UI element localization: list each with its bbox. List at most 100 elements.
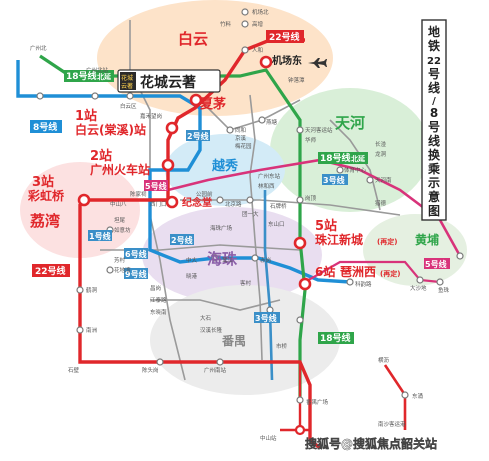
label-s5-name: 珠江新城 bbox=[315, 232, 363, 247]
label-s1-name: 白云(棠溪)站 bbox=[75, 122, 146, 137]
label-s3-num: 3站 bbox=[32, 174, 54, 190]
tag-18-bottom-bg bbox=[318, 332, 354, 344]
district-huangpu: 黄埔 bbox=[415, 232, 439, 247]
label-xiamao: 夏茅 bbox=[199, 96, 226, 112]
label-jinian: 纪念堂 bbox=[182, 196, 212, 209]
station-dot[interactable] bbox=[246, 196, 254, 204]
line-22-east bbox=[304, 260, 441, 284]
station-dot[interactable] bbox=[258, 116, 266, 124]
st-g4: 花地湾 bbox=[114, 266, 131, 274]
station-dot[interactable] bbox=[251, 254, 259, 262]
station-xiamao[interactable] bbox=[189, 93, 203, 107]
label-s1-num: 1站 bbox=[75, 108, 97, 124]
label-s2-num: 2站 bbox=[90, 148, 112, 164]
station-baiyun-tangxi[interactable] bbox=[165, 121, 179, 135]
st-i3: 市桥 bbox=[276, 342, 288, 350]
watermark-text: 搜狐号@搜狐焦点韶关站 bbox=[305, 436, 437, 451]
tag-5-bg bbox=[144, 180, 168, 191]
station-dot[interactable] bbox=[296, 196, 304, 204]
station-airport-east[interactable] bbox=[259, 55, 273, 69]
station-dot[interactable] bbox=[241, 46, 249, 54]
station-dot[interactable] bbox=[211, 254, 219, 262]
label-s3-name: 彩虹桥 bbox=[27, 188, 65, 203]
tag-5-right-bg bbox=[424, 258, 450, 269]
st-k4: 横沥 bbox=[378, 356, 390, 364]
st-i2: 汉溪长隆 bbox=[200, 326, 223, 334]
line-tags: 22号线 22号线 8号线 18号线 北延 18号线 北延 18号线 3号线 3… bbox=[30, 30, 450, 344]
station-dot[interactable] bbox=[156, 358, 164, 366]
district-haizhu: 海珠 bbox=[207, 250, 238, 268]
station-dot[interactable] bbox=[336, 166, 344, 174]
st-c2: 京溪 bbox=[235, 134, 247, 142]
st-e2: 林和西 bbox=[258, 182, 275, 190]
title-char: 图 bbox=[428, 204, 440, 218]
tag-8-bg bbox=[30, 120, 62, 133]
gray-line-e bbox=[199, 99, 301, 131]
brand-badge: 花城 云著 花城云著 bbox=[117, 69, 221, 93]
title-char: 换 bbox=[428, 147, 441, 162]
st-j3: 石壁 bbox=[68, 366, 80, 374]
station-dot[interactable] bbox=[296, 126, 304, 134]
st-m1: 长湴 bbox=[375, 140, 387, 148]
station-dot[interactable] bbox=[241, 8, 249, 16]
label-s6-sub: (再定) bbox=[380, 269, 400, 278]
station-dot[interactable] bbox=[36, 92, 44, 100]
tag-1: 1号线 bbox=[89, 231, 111, 241]
st-b2: 广州北站 bbox=[86, 66, 109, 74]
station-zhujiang-xincheng[interactable] bbox=[293, 236, 307, 250]
station-jiniantang[interactable] bbox=[165, 195, 179, 209]
st-n4: 中山八 bbox=[110, 200, 127, 208]
st-g3: 芳村 bbox=[114, 256, 126, 264]
st-a2: 高增 bbox=[252, 20, 263, 28]
st-m5: 鱼珠 bbox=[438, 286, 450, 294]
tag-2-mid-bg bbox=[170, 234, 194, 245]
station-terminal-north[interactable] bbox=[294, 424, 306, 436]
station-dot[interactable] bbox=[416, 276, 424, 284]
st-i1: 大石 bbox=[200, 314, 212, 322]
station-dot[interactable] bbox=[366, 176, 374, 184]
gray-line-b bbox=[249, 94, 263, 361]
station-dot[interactable] bbox=[296, 396, 304, 404]
station-dot[interactable] bbox=[346, 278, 354, 286]
st-e4: 猎德 bbox=[375, 199, 387, 207]
station-dot[interactable] bbox=[126, 92, 134, 100]
st-j1: 陈头岗 bbox=[142, 366, 159, 374]
st-o3: 团一大 bbox=[242, 210, 259, 218]
line-3 bbox=[263, 190, 274, 381]
station-dot[interactable] bbox=[106, 266, 114, 274]
title-box-frame bbox=[421, 19, 447, 221]
station-dot[interactable] bbox=[76, 286, 84, 294]
station-dot[interactable] bbox=[216, 358, 224, 366]
title-char: / bbox=[432, 96, 436, 107]
station-dot[interactable] bbox=[436, 278, 444, 286]
st-m4: 大沙地 bbox=[410, 284, 427, 292]
tag-2: 2号线 bbox=[187, 131, 209, 141]
st-k2: 南沙客运港 bbox=[378, 420, 406, 428]
station-dot[interactable] bbox=[216, 196, 224, 204]
st-c4: 燕塘 bbox=[266, 118, 278, 126]
st-n1: 公园前 bbox=[196, 190, 213, 198]
st-a3: 人和 bbox=[252, 46, 263, 54]
st-d1: 天河客运站 bbox=[305, 126, 333, 134]
station-dot[interactable] bbox=[76, 326, 84, 334]
tag-6: 6号线 bbox=[125, 249, 147, 259]
station-pazhouxi[interactable] bbox=[298, 277, 312, 291]
tag-22-left-bg bbox=[32, 264, 70, 277]
station-guangzhou-huochezhan[interactable] bbox=[161, 158, 175, 172]
tag-18-top: 18号线 bbox=[66, 70, 97, 82]
area-haizhu bbox=[142, 207, 322, 303]
station-dot[interactable] bbox=[241, 20, 249, 28]
station-dot[interactable] bbox=[456, 252, 464, 260]
station-caihongqiao[interactable] bbox=[77, 193, 91, 207]
station-dot[interactable] bbox=[296, 316, 304, 324]
title-char: 号 bbox=[428, 119, 440, 134]
station-dot[interactable] bbox=[91, 92, 99, 100]
tag-3: 3号线 bbox=[323, 175, 345, 185]
st-m2: 龙洞 bbox=[375, 150, 387, 158]
district-panyu: 番禺 bbox=[221, 333, 246, 348]
station-dot[interactable] bbox=[401, 391, 409, 399]
station-dot[interactable] bbox=[226, 126, 234, 134]
tag-1-bg bbox=[88, 230, 112, 241]
